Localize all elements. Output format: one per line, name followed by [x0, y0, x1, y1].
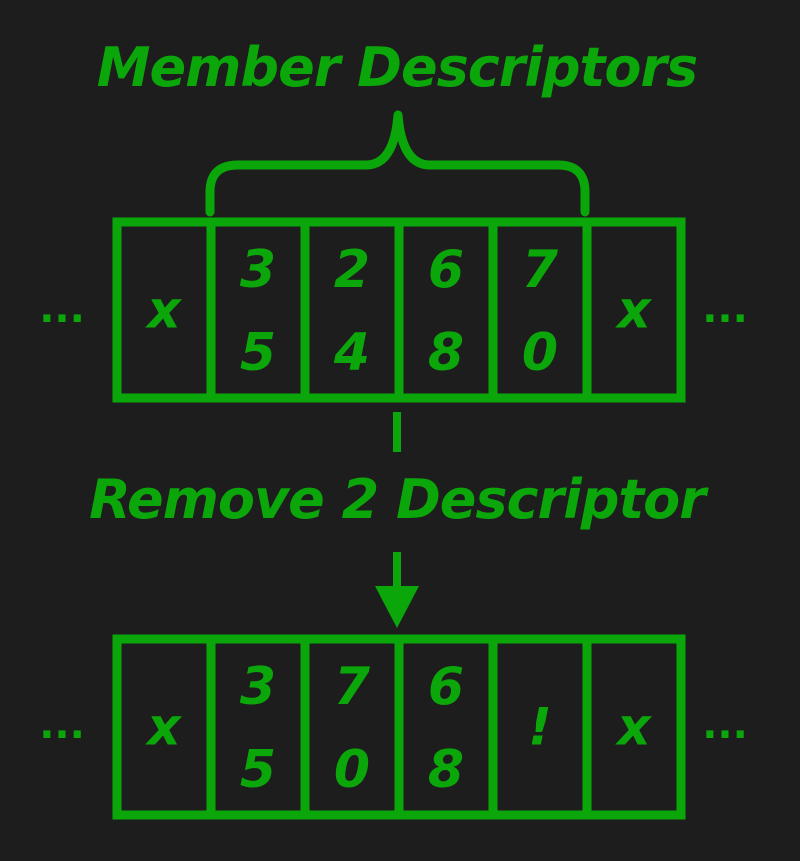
after-cell-value: ! — [528, 698, 552, 758]
before-cell-top-value: 2 — [334, 240, 370, 300]
before-cell-bottom-value: 4 — [333, 323, 370, 383]
member-brace — [205, 110, 590, 217]
before-cell-top-value: 7 — [522, 240, 559, 300]
after-right-ellipsis: ... — [702, 702, 748, 748]
before-cell-top-value: 3 — [240, 240, 276, 300]
before-right-ellipsis: ... — [702, 286, 748, 332]
before-cell-bottom-value: 8 — [428, 323, 464, 383]
before-cell-bottom-value: 0 — [522, 323, 558, 383]
after-cell-bottom-value: 5 — [240, 740, 276, 800]
before-cell-bottom-value: 5 — [240, 323, 276, 383]
before-left-ellipsis: ... — [39, 286, 85, 332]
after-cell-top-value: 7 — [334, 657, 371, 717]
operation-label: Remove 2 Descriptor — [89, 468, 709, 531]
diagram-title: Member Descriptors — [97, 36, 697, 99]
before-cell-value: x — [614, 281, 652, 341]
before-cell-top-value: 6 — [428, 240, 464, 300]
after-cell-value: x — [614, 698, 652, 758]
after-cell-bottom-value: 0 — [334, 740, 370, 800]
after-left-ellipsis: ... — [39, 702, 85, 748]
after-cell-top-value: 3 — [240, 657, 276, 717]
arrow-down-icon — [375, 586, 419, 628]
after-cell-value: x — [144, 698, 182, 758]
before-cell-value: x — [144, 281, 182, 341]
after-cell-top-value: 6 — [428, 657, 464, 717]
after-cell-bottom-value: 8 — [428, 740, 464, 800]
